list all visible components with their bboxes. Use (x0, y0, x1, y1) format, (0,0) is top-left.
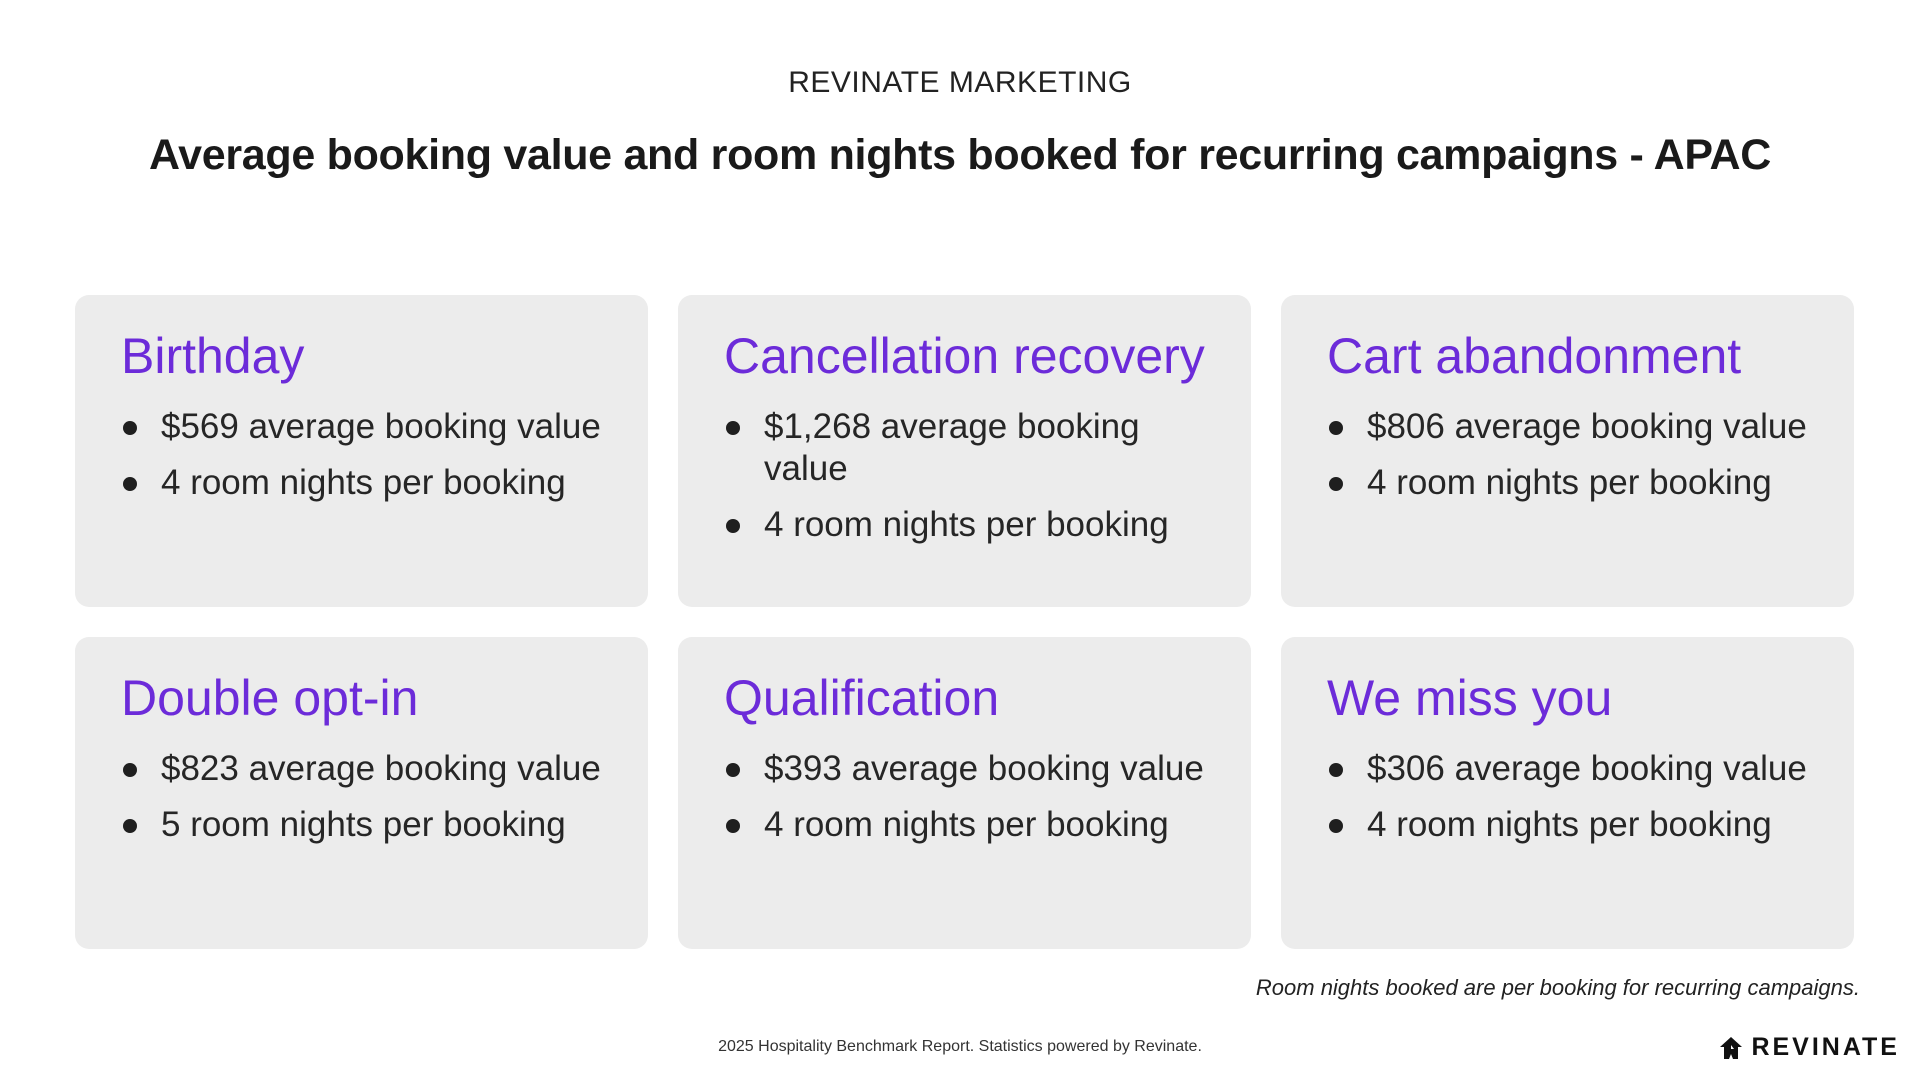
campaign-title: Birthday (121, 328, 305, 384)
stat-text: $1,268 average booking value (764, 407, 1140, 488)
stat-text: $569 average booking value (161, 407, 601, 446)
stat-item: 4 room nights per booking (724, 504, 1215, 546)
stat-item: $823 average booking value (121, 748, 612, 790)
stat-list: $1,268 average booking value 4 room nigh… (724, 406, 1215, 546)
stat-item: $393 average booking value (724, 748, 1215, 790)
campaign-title: Cart abandonment (1327, 328, 1742, 384)
footer-source: 2025 Hospitality Benchmark Report. Stati… (718, 1038, 1202, 1055)
stat-text: $393 average booking value (764, 749, 1204, 788)
bullet-icon (123, 763, 137, 777)
brand-name: REVINATE (1751, 1033, 1900, 1061)
campaign-card-qualification: Qualification $393 average booking value… (678, 637, 1251, 949)
bullet-icon (1329, 477, 1343, 491)
stat-text: 4 room nights per booking (764, 805, 1169, 844)
stat-item: 4 room nights per booking (1327, 804, 1818, 846)
campaign-title: Qualification (724, 670, 1000, 726)
stat-item: 4 room nights per booking (1327, 462, 1818, 504)
revinate-logo-icon (1720, 1036, 1743, 1059)
bullet-icon (1329, 421, 1343, 435)
campaign-title: Cancellation recovery (724, 328, 1205, 384)
stat-text: 4 room nights per booking (764, 505, 1169, 544)
campaign-title: Double opt-in (121, 670, 419, 726)
campaign-card-cart-abandonment: Cart abandonment $806 average booking va… (1281, 295, 1854, 607)
campaign-card-cancellation-recovery: Cancellation recovery $1,268 average boo… (678, 295, 1251, 607)
stat-text: 4 room nights per booking (161, 463, 566, 502)
bullet-icon (1329, 819, 1343, 833)
stat-list: $806 average booking value 4 room nights… (1327, 406, 1818, 504)
campaign-grid: Birthday $569 average booking value 4 ro… (75, 295, 1855, 949)
stat-item: 4 room nights per booking (724, 804, 1215, 846)
bullet-icon (123, 421, 137, 435)
stat-list: $393 average booking value 4 room nights… (724, 748, 1215, 846)
bullet-icon (123, 819, 137, 833)
stat-text: $823 average booking value (161, 749, 601, 788)
stat-text: 4 room nights per booking (1367, 463, 1772, 502)
bullet-icon (726, 763, 740, 777)
stat-item: 4 room nights per booking (121, 462, 612, 504)
bullet-icon (726, 519, 740, 533)
eyebrow-label: REVINATE MARKETING (788, 66, 1132, 99)
stat-item: 5 room nights per booking (121, 804, 612, 846)
stat-item: $1,268 average booking value (724, 406, 1215, 490)
stat-item: $806 average booking value (1327, 406, 1818, 448)
stat-item: $569 average booking value (121, 406, 612, 448)
stat-text: 4 room nights per booking (1367, 805, 1772, 844)
bullet-icon (726, 819, 740, 833)
stat-text: $306 average booking value (1367, 749, 1807, 788)
stat-text: 5 room nights per booking (161, 805, 566, 844)
campaign-card-birthday: Birthday $569 average booking value 4 ro… (75, 295, 648, 607)
stat-list: $306 average booking value 4 room nights… (1327, 748, 1818, 846)
stat-list: $823 average booking value 5 room nights… (121, 748, 612, 846)
stat-text: $806 average booking value (1367, 407, 1807, 446)
campaign-card-double-opt-in: Double opt-in $823 average booking value… (75, 637, 648, 949)
page-title: Average booking value and room nights bo… (148, 131, 1772, 179)
stat-list: $569 average booking value 4 room nights… (121, 406, 612, 504)
brand-logo: REVINATE (1719, 1033, 1900, 1062)
footnote: Room nights booked are per booking for r… (1255, 975, 1860, 1000)
bullet-icon (1329, 763, 1343, 777)
bullet-icon (123, 477, 137, 491)
bullet-icon (726, 421, 740, 435)
campaign-title: We miss you (1327, 670, 1613, 726)
stat-item: $306 average booking value (1327, 748, 1818, 790)
campaign-card-we-miss-you: We miss you $306 average booking value 4… (1281, 637, 1854, 949)
